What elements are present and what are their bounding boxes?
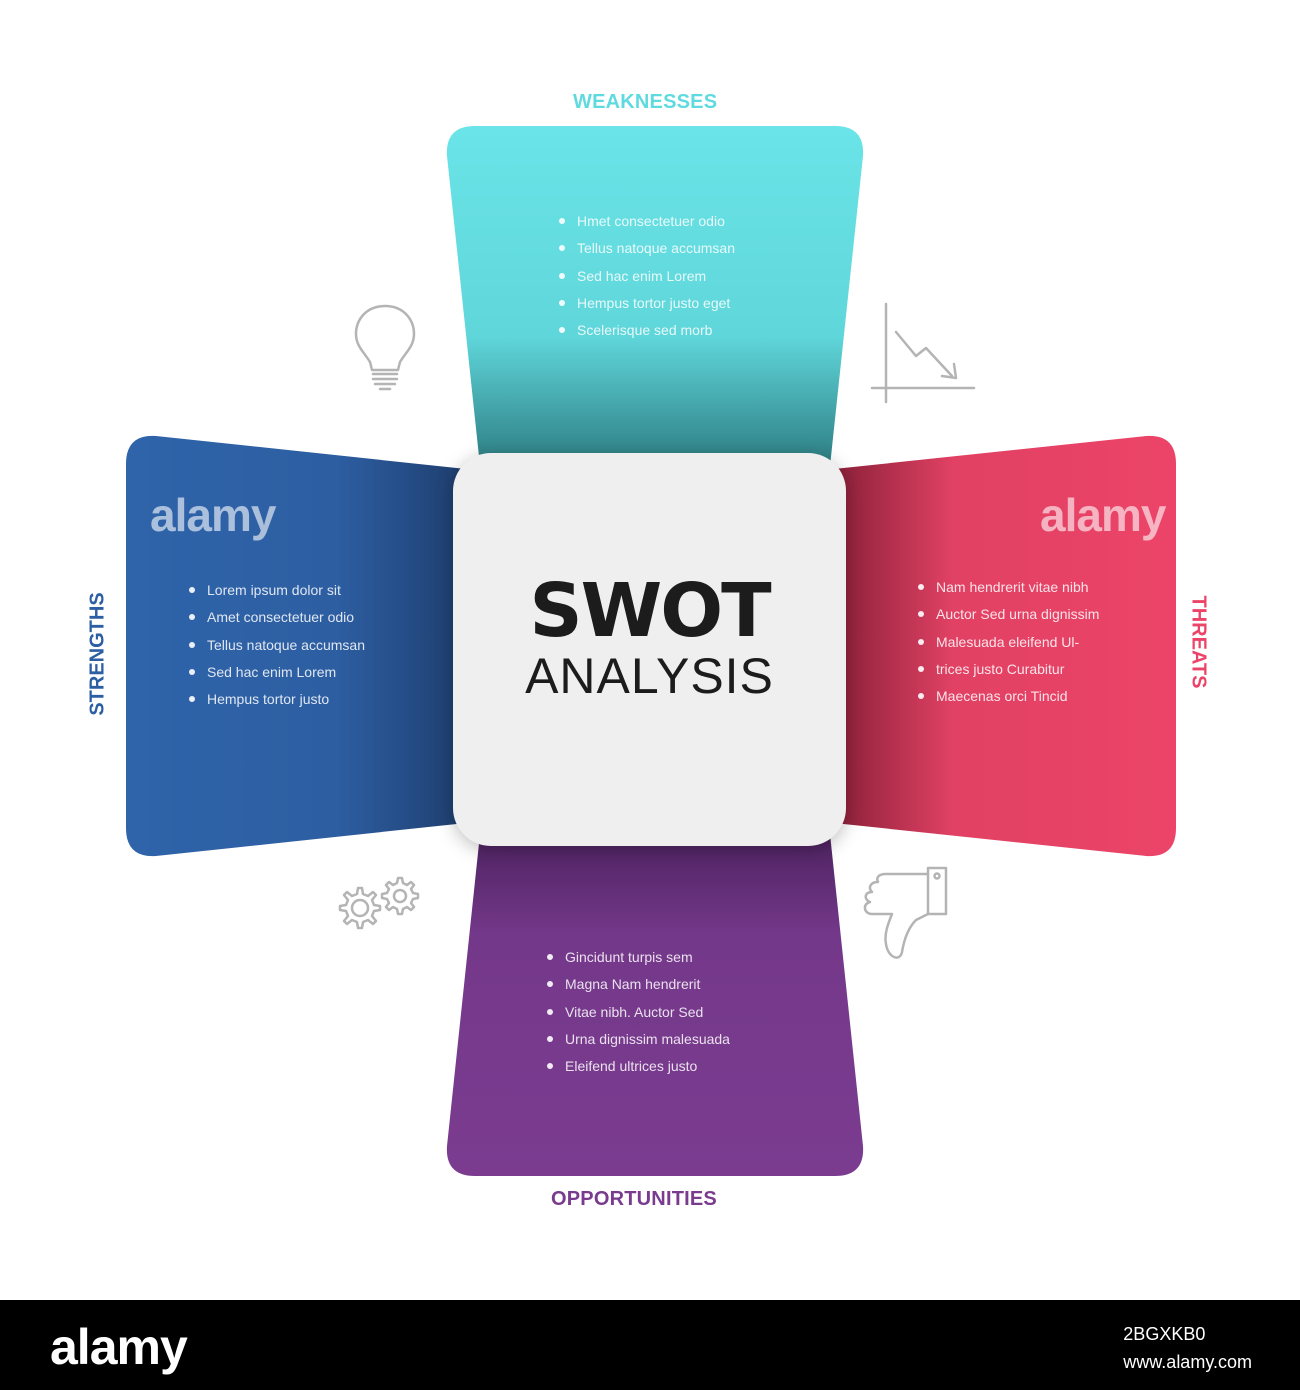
list-item: Malesuada eleifend Ul-: [916, 633, 1099, 660]
list-item: Auctor Sed urna dignissim: [916, 605, 1099, 632]
strengths-list: Lorem ipsum dolor sit Amet consectetuer …: [187, 581, 365, 717]
list-item: Maecenas orci Tincid: [916, 687, 1099, 714]
list-item: Vitae nibh. Auctor Sed: [545, 1003, 730, 1030]
strengths-panel: [126, 434, 466, 858]
list-item: Lorem ipsum dolor sit: [187, 581, 365, 608]
threats-list: Nam hendrerit vitae nibh Auctor Sed urna…: [916, 578, 1099, 714]
list-item: Sed hac enim Lorem: [557, 267, 735, 294]
weaknesses-title: WEAKNESSES: [573, 91, 718, 113]
thumbs-down-icon: [858, 862, 950, 964]
threats-panel: [834, 434, 1176, 858]
opportunities-list: Gincidunt turpis sem Magna Nam hendrerit…: [545, 948, 730, 1084]
list-item: Hempus tortor justo eget: [557, 294, 735, 321]
list-item: Magna Nam hendrerit: [545, 975, 730, 1002]
gears-icon: [328, 874, 426, 950]
list-item: Urna dignissim malesuada: [545, 1030, 730, 1057]
list-item: Gincidunt turpis sem: [545, 948, 730, 975]
list-item: Tellus natoque accumsan: [557, 239, 735, 266]
watermark-footer: alamy 2BGXKB0 www.alamy.com: [0, 1300, 1300, 1390]
list-item: trices justo Curabitur: [916, 660, 1099, 687]
list-item: Scelerisque sed morb: [557, 321, 735, 348]
lightbulb-icon: [352, 302, 418, 394]
weaknesses-panel: [445, 126, 865, 466]
swot-title: SWOT: [529, 568, 771, 654]
threats-title: THREATS: [1187, 595, 1210, 689]
swot-center-box: SWOT ANALYSIS: [453, 453, 846, 846]
watermark-brand: alamy: [50, 1319, 188, 1375]
watermark-meta: 2BGXKB0 www.alamy.com: [1123, 1320, 1252, 1376]
chart-down-icon: [870, 302, 978, 406]
list-item: Sed hac enim Lorem: [187, 663, 365, 690]
image-id: 2BGXKB0: [1123, 1324, 1206, 1344]
list-item: Amet consectetuer odio: [187, 608, 365, 635]
list-item: Hmet consectetuer odio: [557, 212, 735, 239]
weaknesses-list: Hmet consectetuer odio Tellus natoque ac…: [557, 212, 735, 348]
site-url: www.alamy.com: [1123, 1352, 1252, 1372]
watermark-logo: alamy: [1040, 489, 1166, 541]
swot-subtitle: ANALYSIS: [525, 648, 774, 704]
list-item: Nam hendrerit vitae nibh: [916, 578, 1099, 605]
list-item: Tellus natoque accumsan: [187, 636, 365, 663]
strengths-title: STRENGTHS: [86, 592, 109, 716]
list-item: Hempus tortor justo: [187, 690, 365, 717]
watermark-logo: alamy: [150, 489, 276, 541]
list-item: Eleifend ultrices justo: [545, 1057, 730, 1084]
opportunities-title: OPPORTUNITIES: [551, 1188, 717, 1210]
opportunities-panel: [445, 834, 865, 1176]
